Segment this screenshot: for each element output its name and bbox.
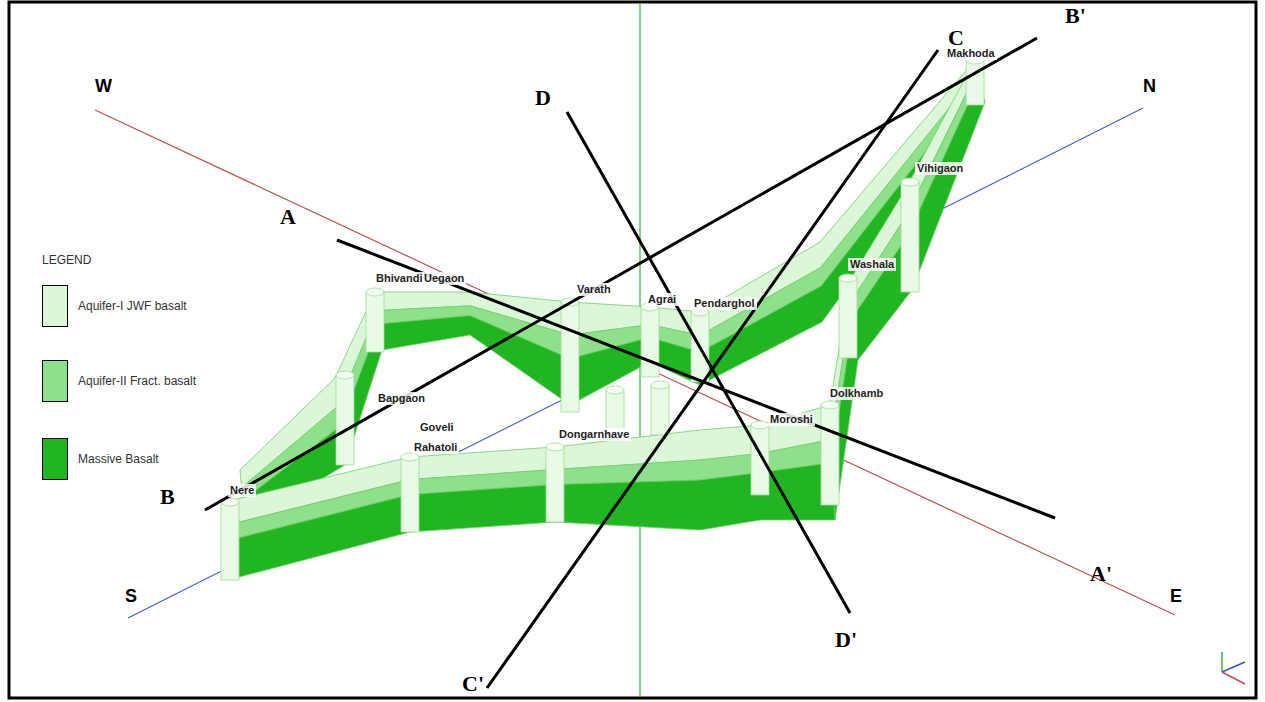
direction-label: N <box>1143 76 1156 96</box>
village-label: Dongarnhave <box>557 428 631 441</box>
village-label: Agrai <box>646 293 678 306</box>
well-top <box>606 386 624 394</box>
direction-label: E <box>1170 586 1182 606</box>
well-cylinder <box>546 447 564 522</box>
legend-text: Aquifer-II Fract. basalt <box>78 374 196 388</box>
well-cylinder <box>366 292 384 352</box>
axis-mark <box>1222 672 1245 684</box>
village-label: Bhivandi <box>374 272 424 285</box>
section-line <box>205 38 1037 510</box>
legend-swatch <box>42 285 68 327</box>
section-lines <box>205 38 1055 688</box>
village-label: Goveli <box>418 421 456 434</box>
aquifer-layer <box>832 79 985 520</box>
well-top <box>751 421 769 429</box>
well-top <box>901 178 919 186</box>
section-line <box>337 240 1055 518</box>
well-top <box>651 381 669 389</box>
well-cylinder <box>821 405 839 505</box>
well-cylinder <box>901 182 919 292</box>
section-letter: B' <box>1065 4 1086 28</box>
village-label: Bapgaon <box>376 392 427 405</box>
well-cylinder <box>641 307 659 377</box>
direction-label: S <box>125 586 137 606</box>
section-letter: A <box>280 205 296 229</box>
section-letter: B <box>160 485 175 509</box>
well-top <box>821 401 839 409</box>
well-cylinder <box>401 457 419 532</box>
section-letter: A' <box>1090 562 1112 586</box>
section-line <box>487 50 938 688</box>
well-top <box>336 371 354 379</box>
village-label: Varath <box>575 283 613 296</box>
village-label: Nere <box>228 484 256 497</box>
legend-text: Massive Basalt <box>78 452 159 466</box>
well-cylinder <box>651 385 669 435</box>
village-label: Moroshi <box>768 413 815 426</box>
well-top <box>546 443 564 451</box>
well-top <box>839 274 857 282</box>
well-cylinder <box>839 278 857 358</box>
aquifer-layer <box>240 60 977 488</box>
section-letter: C' <box>462 672 484 696</box>
legend-text: Aquifer-I JWF basalt <box>78 299 187 313</box>
aquifer-bands <box>225 60 985 580</box>
village-label: Washala <box>848 258 896 271</box>
village-label: Dolkhamb <box>828 387 885 400</box>
section-letter: D <box>535 86 551 110</box>
village-label: Makhoda <box>945 47 997 60</box>
frame <box>9 2 1256 698</box>
legend-swatch <box>42 360 68 402</box>
legend-title: LEGEND <box>42 253 91 267</box>
well-top <box>366 288 384 296</box>
aquifer-layer <box>227 463 836 581</box>
direction-label: W <box>95 76 112 96</box>
well-cylinder <box>561 302 579 412</box>
corner-axes <box>1222 652 1245 684</box>
well-cylinder <box>751 425 769 495</box>
well-top <box>401 453 419 461</box>
section-letter: D' <box>835 628 857 652</box>
village-label: Pendarghol <box>692 297 757 310</box>
well-cylinder <box>336 375 354 465</box>
village-label: Uegaon <box>422 272 466 285</box>
village-label: Rahatoli <box>412 441 459 454</box>
well-cylinder <box>966 60 984 105</box>
section-line <box>567 112 850 613</box>
village-label: Vihigaon <box>915 162 965 175</box>
axis-mark <box>1222 662 1245 672</box>
axis-mark <box>1221 652 1223 672</box>
well-cylinder <box>221 502 239 580</box>
legend-swatch <box>42 438 68 480</box>
